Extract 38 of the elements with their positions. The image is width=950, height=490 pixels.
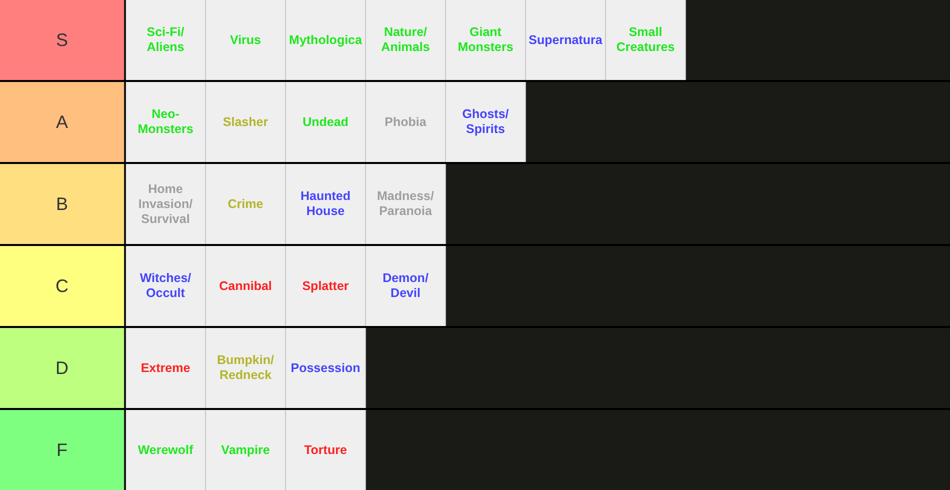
genre-tile: Extreme xyxy=(126,328,206,408)
tier-label: F xyxy=(0,410,124,490)
tier-row xyxy=(0,410,950,490)
tier-label: S xyxy=(0,0,124,80)
genre-tile: Neo-Monsters xyxy=(126,82,206,162)
genre-tile: Giant Monsters xyxy=(446,0,526,80)
tier-row xyxy=(0,0,950,80)
genre-tile: Crime xyxy=(206,164,286,244)
genre-tile: Undead xyxy=(286,82,366,162)
tier-row xyxy=(0,328,950,408)
tier-label: B xyxy=(0,164,124,244)
genre-tile: Torture xyxy=(286,410,366,490)
genre-tile: Cannibal xyxy=(206,246,286,326)
genre-tile: Werewolf xyxy=(126,410,206,490)
genre-tile: Splatter xyxy=(286,246,366,326)
genre-tile: Sci-Fi/ Aliens xyxy=(126,0,206,80)
genre-tile: Demon/ Devil xyxy=(366,246,446,326)
genre-tile: Virus xyxy=(206,0,286,80)
genre-tile: Haunted House xyxy=(286,164,366,244)
tier-row xyxy=(0,246,950,326)
genre-tile: Slasher xyxy=(206,82,286,162)
genre-tile: Mythologica xyxy=(286,0,366,80)
genre-tile: Madness/ Paranoia xyxy=(366,164,446,244)
genre-tile: Ghosts/ Spirits xyxy=(446,82,526,162)
tier-row xyxy=(0,82,950,162)
genre-tile: Phobia xyxy=(366,82,446,162)
tier-label: C xyxy=(0,246,124,326)
genre-tile: Vampire xyxy=(206,410,286,490)
genre-tile: Witches/ Occult xyxy=(126,246,206,326)
tier-row xyxy=(0,164,950,244)
genre-tile: Possession xyxy=(286,328,366,408)
genre-tile: Home Invasion/ Survival xyxy=(126,164,206,244)
genre-tile: Nature/ Animals xyxy=(366,0,446,80)
genre-tile: Small Creatures xyxy=(606,0,686,80)
genre-tile: Supernatura xyxy=(526,0,606,80)
tier-label: D xyxy=(0,328,124,408)
genre-tile: Bumpkin/ Redneck xyxy=(206,328,286,408)
tier-label: A xyxy=(0,82,124,162)
